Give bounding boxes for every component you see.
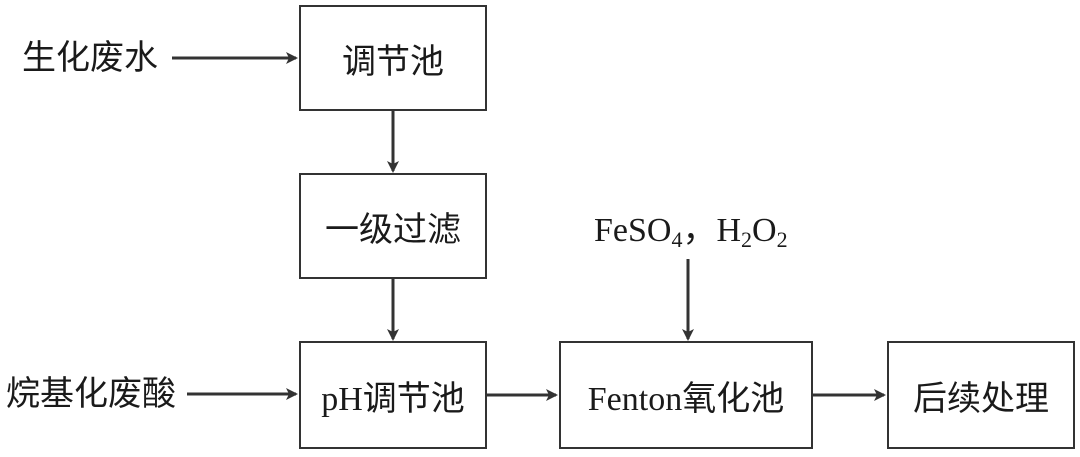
fenton-oxidation-tank-label: Fenton氧化池 <box>588 371 784 420</box>
input-biochemical-wastewater: 生化废水 <box>22 38 158 78</box>
post-treatment-label: 后续处理 <box>913 378 1049 419</box>
primary-filtration-box: 一级过滤 <box>299 173 487 279</box>
ph-prefix: pH <box>321 380 363 418</box>
ph-regulating-tank-label: pH调节池 <box>321 371 465 420</box>
reagent-o-subscript: 2 <box>776 227 788 252</box>
reagent-h-text: H <box>716 212 742 249</box>
reagent-label: FeSO4，H2O2 <box>594 212 788 251</box>
fenton-suffix: 氧化池 <box>682 378 785 419</box>
regulating-tank-label: 调节池 <box>342 41 444 82</box>
ph-regulating-tank-box: pH调节池 <box>299 341 487 449</box>
fenton-prefix: Fenton <box>587 380 683 418</box>
ph-suffix: 调节池 <box>362 378 465 419</box>
reagent-separator: ， <box>682 212 717 249</box>
input-alkylation-waste-acid: 烷基化废酸 <box>6 374 176 414</box>
fenton-oxidation-tank-box: Fenton氧化池 <box>559 341 813 449</box>
regulating-tank-box: 调节池 <box>299 5 487 111</box>
reagent-o-text: O <box>752 212 777 249</box>
primary-filtration-label: 一级过滤 <box>325 209 461 250</box>
reagent-feso-text: FeSO <box>594 212 672 249</box>
reagent-feso-subscript: 4 <box>671 227 683 252</box>
post-treatment-box: 后续处理 <box>887 341 1075 449</box>
reagent-h-subscript: 2 <box>741 227 753 252</box>
